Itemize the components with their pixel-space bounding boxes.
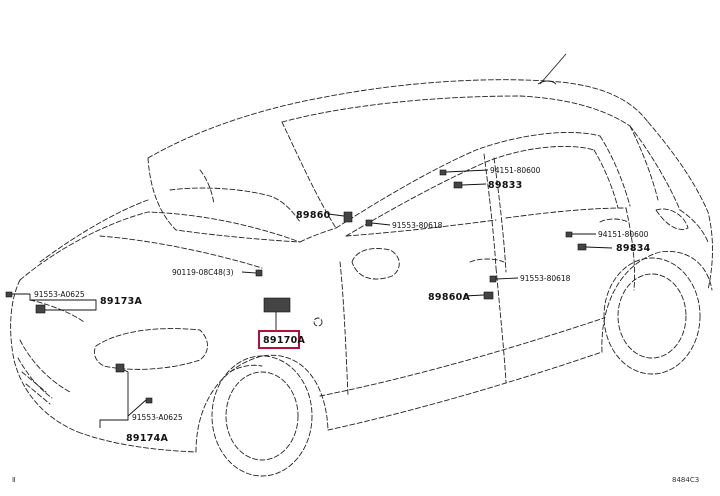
part-89833-sensor <box>453 181 463 189</box>
label-94151-80600-lower: 94151-80600 <box>598 230 649 239</box>
part-89174A-sensor <box>115 363 125 373</box>
part-89834-sensor <box>577 243 587 251</box>
part-89170A-ecu <box>263 297 291 313</box>
part-89173A-sensor <box>35 304 46 314</box>
leader-lines <box>12 169 613 428</box>
part-89860A-sensor <box>483 291 494 300</box>
label-91553-A0625-b: 91553-A0625 <box>132 413 183 422</box>
part-91553-clip-a <box>365 219 373 227</box>
label-90119-08C48: 90119-08C48(3) <box>172 268 234 277</box>
parts <box>5 169 587 404</box>
corner-mark: Ⅱ <box>12 476 15 484</box>
label-89834: 89834 <box>616 243 651 254</box>
part-94151-clip-lower <box>565 231 573 238</box>
part-labels: 94151-80600 89833 89860 91553-80618 9011… <box>34 166 651 444</box>
label-89860: 89860 <box>296 210 331 221</box>
highlight-box <box>258 330 300 349</box>
part-90119-screw <box>255 269 263 277</box>
part-91553-clip-c <box>489 275 497 283</box>
label-89860A: 89860A <box>428 292 471 303</box>
part-91553-clip-b <box>5 291 13 298</box>
label-91553-80618-b: 91553-80618 <box>520 274 571 283</box>
label-91553-80618-a: 91553-80618 <box>392 221 443 230</box>
image-code: 8484C3 <box>672 476 699 484</box>
label-89173A: 89173A <box>100 296 143 307</box>
label-91553-A0625-a: 91553-A0625 <box>34 290 85 299</box>
car-outline <box>10 53 713 477</box>
label-94151-80600-upper: 94151-80600 <box>490 166 541 175</box>
label-89833: 89833 <box>488 180 523 191</box>
part-89860-sensor <box>343 211 353 223</box>
label-89174A: 89174A <box>126 433 169 444</box>
part-94151-clip-upper <box>439 169 447 176</box>
label-89170A[interactable]: 89170A <box>263 335 306 346</box>
part-91553-clip-d <box>145 397 153 404</box>
